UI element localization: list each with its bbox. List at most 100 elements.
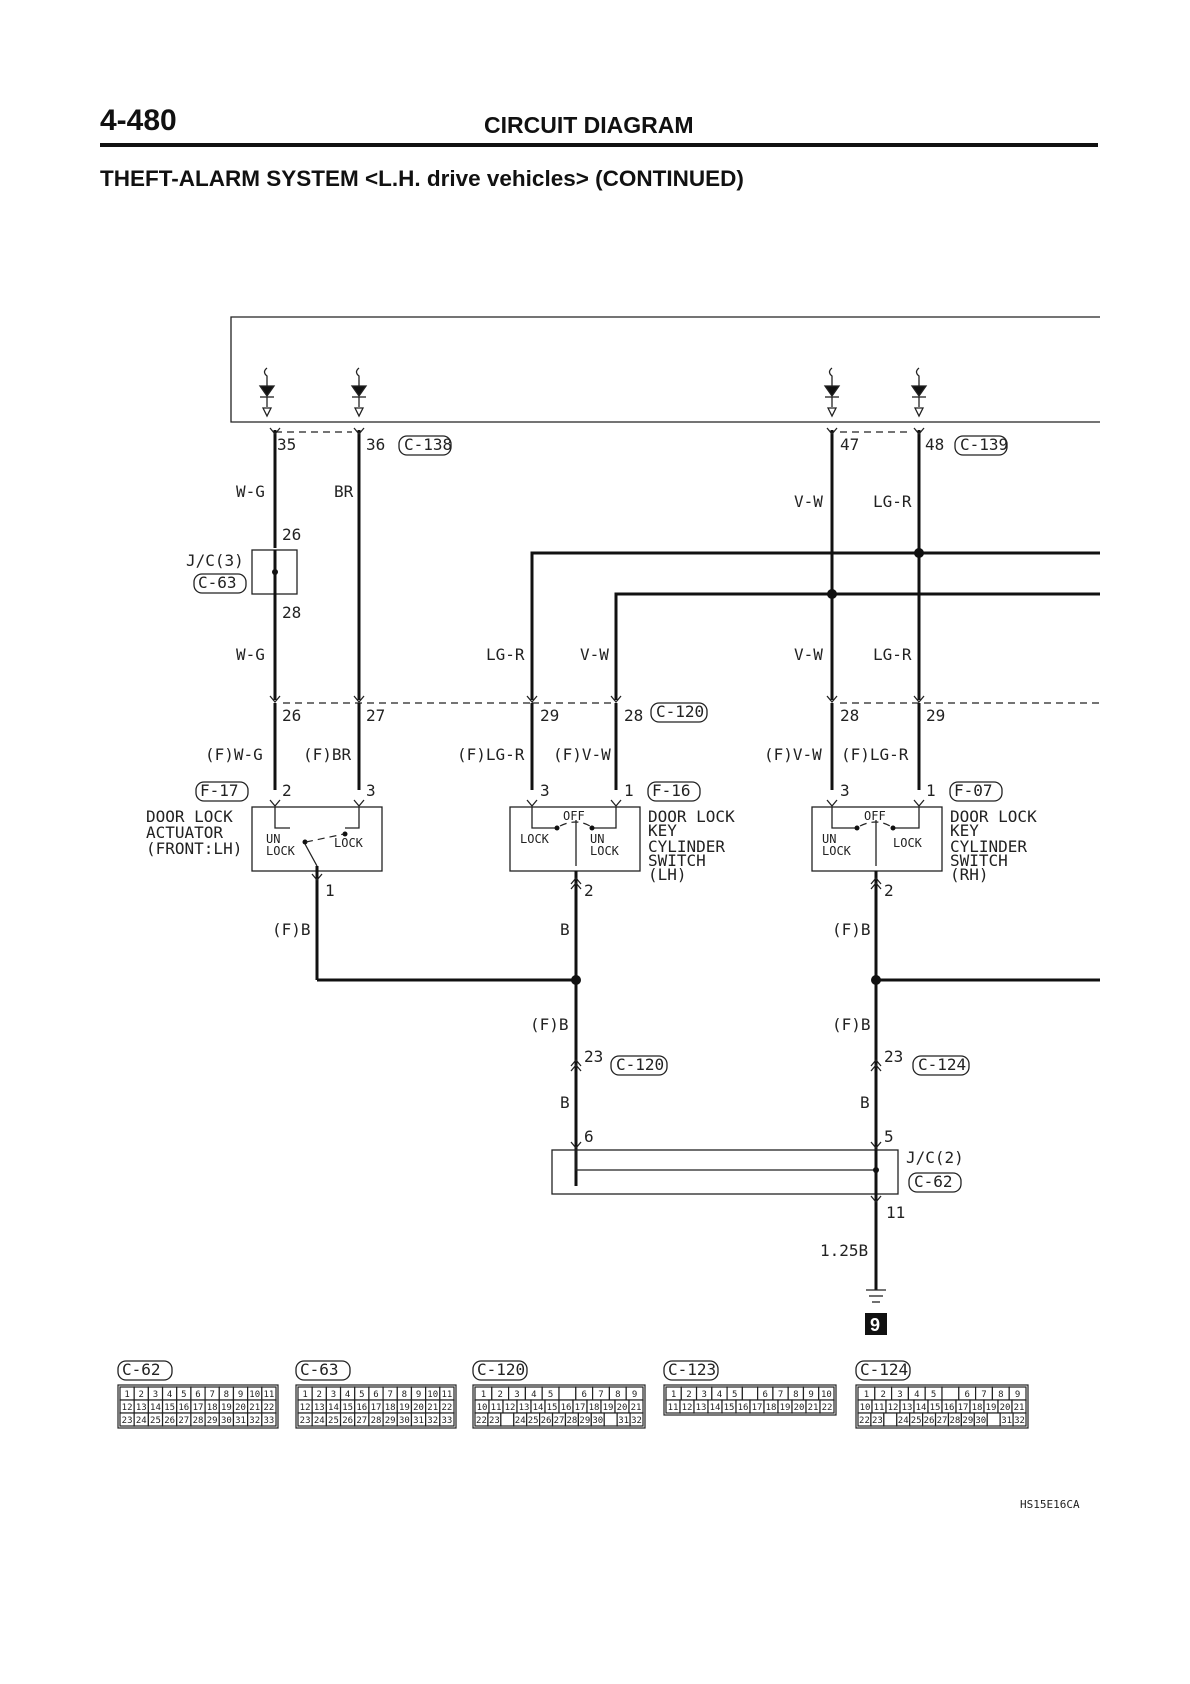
- connector-pin-number: 11: [668, 1403, 679, 1413]
- jc3-pin-28: 28: [282, 603, 301, 622]
- connector-pin-number: 18: [972, 1403, 983, 1413]
- jc3-label: J/C(3): [186, 551, 244, 570]
- connector-pin-number: 26: [924, 1416, 935, 1426]
- connector-pin-number: 7: [209, 1390, 214, 1400]
- key-rh-pin-1: 1: [926, 781, 936, 800]
- connector-pin-number: 31: [618, 1416, 629, 1426]
- connector-pin-number: 25: [328, 1416, 339, 1426]
- connector-pin-number: 29: [579, 1416, 590, 1426]
- page-number: 4-480: [100, 104, 177, 137]
- connector-pin-number: 6: [195, 1390, 200, 1400]
- connector-pin-number: 18: [385, 1403, 396, 1413]
- connector-pin-number: 7: [981, 1390, 986, 1400]
- connector-tag-c63-jc3: C-63: [198, 573, 237, 592]
- connector-pin-number: 15: [342, 1403, 353, 1413]
- footer-code: HS15E16CA: [1020, 1498, 1080, 1511]
- jc2-label: J/C(2): [906, 1148, 964, 1167]
- bus-v-w: [614, 592, 1100, 700]
- connector-pin-number: 29: [385, 1416, 396, 1426]
- bus-lg-r: [530, 551, 1100, 700]
- connector-pin-number: 16: [738, 1403, 749, 1413]
- actuator-pin-3: 3: [366, 781, 376, 800]
- connector-pin-cell: [261, 1412, 277, 1427]
- key-lh-pin-2: 2: [584, 881, 594, 900]
- connector-tag-c120-mid: C-120: [656, 702, 704, 721]
- key-rh-pin-3: 3: [840, 781, 850, 800]
- connector-pin-number: 23: [300, 1416, 311, 1426]
- wire-label-br: BR: [334, 482, 354, 501]
- connector-pin-number: 11: [263, 1390, 274, 1400]
- ecu-box: [230, 316, 1100, 423]
- connector-pin-number: 19: [221, 1403, 232, 1413]
- key-rh-name-1: DOOR LOCK: [950, 807, 1037, 826]
- connector-pin-number: 11: [874, 1403, 885, 1413]
- connector-pin-number: 33: [441, 1416, 452, 1426]
- connector-pin-number: 12: [122, 1403, 133, 1413]
- connector-pin-number: 6: [763, 1390, 768, 1400]
- connector-pin-number: 27: [937, 1416, 948, 1426]
- connector-pin-number: 20: [413, 1403, 424, 1413]
- ground-point-badge: [865, 1313, 887, 1335]
- wire-label-lg-r-mid: LG-R: [486, 645, 525, 664]
- connector-pin-number: 15: [930, 1403, 941, 1413]
- connector-pin-number: 26: [342, 1416, 353, 1426]
- wire-label-f-b-rh: (F)B: [832, 920, 871, 939]
- ground-point-number: 9: [870, 1315, 880, 1335]
- key-rh-name-5: (RH): [950, 865, 989, 884]
- actuator-lock-label-2: LOCK: [334, 836, 364, 850]
- key-lh-name-5: (LH): [648, 865, 687, 884]
- connector-pin-number: 10: [821, 1390, 832, 1400]
- connector-pin-number: 20: [1000, 1403, 1011, 1413]
- connector-pin-number: 4: [345, 1390, 350, 1400]
- connector-tag-f07: F-07: [954, 781, 993, 800]
- connector-tag-f16: F-16: [652, 781, 691, 800]
- wire-label-1-25b: 1.25B: [820, 1241, 868, 1260]
- connector-pin-number: 17: [752, 1403, 763, 1413]
- connector-pin-number: 31: [413, 1416, 424, 1426]
- key-lh-name-3: CYLINDER: [648, 837, 725, 856]
- connector-pin-cell: [819, 1399, 835, 1414]
- connector-pin-number: 22: [859, 1416, 870, 1426]
- ground-symbol-icon: [866, 1289, 886, 1303]
- page-subtitle: THEFT-ALARM SYSTEM <L.H. drive vehicles>…: [100, 166, 744, 191]
- wire-label-f-lg-r: (F)LG-R: [457, 745, 525, 764]
- key-rh-name-3: CYLINDER: [950, 837, 1027, 856]
- connector-pin-number: 16: [178, 1403, 189, 1413]
- connector-pin-cell: [439, 1412, 455, 1427]
- connector-pin-number: 30: [399, 1416, 410, 1426]
- connector-pin-cell: [883, 1412, 898, 1427]
- connector-pin-number: 28: [567, 1416, 578, 1426]
- key-lh-un-label: UN: [590, 832, 604, 846]
- connector-pin-number: 2: [686, 1390, 691, 1400]
- connector-face-label: C-124: [860, 1360, 908, 1379]
- connector-pin-number: 7: [598, 1390, 603, 1400]
- connector-pin-number: 5: [181, 1390, 186, 1400]
- connector-pin-number: 1: [124, 1390, 129, 1400]
- connector-pin-number: 22: [822, 1403, 833, 1413]
- pin-27-mid: 27: [366, 706, 385, 725]
- wire-label-b-lower-right: B: [860, 1093, 870, 1112]
- connector-pin-number: 5: [732, 1390, 737, 1400]
- connector-pin-number: 5: [931, 1390, 936, 1400]
- connector-pin-number: 13: [696, 1403, 707, 1413]
- connector-tag-c138: C-138: [404, 435, 452, 454]
- key-rh-un-label: UN: [822, 832, 836, 846]
- connector-pin-number: 32: [427, 1416, 438, 1426]
- pin-28-mid-right: 28: [840, 706, 859, 725]
- connector-face-label: C-63: [300, 1360, 339, 1379]
- connector-pin-number: 10: [427, 1390, 438, 1400]
- key-lh-pin-3: 3: [540, 781, 550, 800]
- key-rh-name-2: KEY: [950, 821, 979, 840]
- header-rule: [100, 143, 1098, 147]
- connector-pin-number: 30: [975, 1416, 986, 1426]
- key-rh-name-4: SWITCH: [950, 851, 1008, 870]
- key-lh-off-label: OFF: [563, 809, 585, 823]
- wire-label-f-lg-r-right: (F)LG-R: [841, 745, 909, 764]
- connector-pin-number: 13: [519, 1403, 530, 1413]
- wire-label-v-w-upper: V-W: [794, 492, 823, 511]
- connector-pin-number: 4: [914, 1390, 919, 1400]
- connector-pin-number: 16: [356, 1403, 367, 1413]
- connector-pin-number: 16: [944, 1403, 955, 1413]
- connector-pin-number: 33: [263, 1416, 274, 1426]
